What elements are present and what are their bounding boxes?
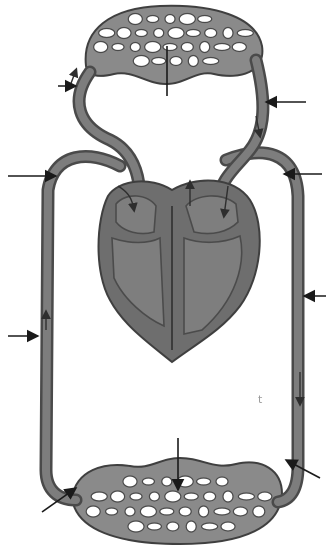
capillary-gap: [214, 508, 230, 515]
capillary-gap: [154, 29, 164, 38]
capillary-gap: [145, 42, 161, 53]
capillary-gap: [223, 491, 233, 502]
capillary-gap: [123, 476, 137, 487]
capillary-gap: [94, 42, 108, 53]
capillary-gap: [177, 476, 193, 487]
capillary-gap: [117, 28, 131, 39]
capillary-gap: [112, 44, 124, 51]
capillary-gap: [99, 29, 115, 38]
heart: [99, 181, 260, 362]
capillary-gap: [91, 492, 107, 501]
capillary-gap: [232, 43, 246, 52]
capillary-gap: [200, 42, 210, 53]
capillary-gap: [163, 44, 177, 51]
capillary-gap: [198, 16, 212, 23]
capillary-gap: [168, 28, 184, 39]
right-atrium: [116, 196, 156, 234]
capillary-gap: [147, 523, 161, 530]
capillary-gap: [165, 491, 181, 502]
capillary-gap: [221, 522, 235, 531]
capillary-gap: [165, 15, 175, 24]
stray-mark: t: [258, 393, 262, 406]
capillary-gap: [130, 493, 142, 500]
capillary-gap: [197, 478, 211, 485]
capillary-gap: [147, 16, 159, 23]
capillary-gap: [179, 14, 195, 25]
capillary-gap: [186, 521, 196, 532]
capillary-gap: [128, 14, 142, 25]
capillary-gap: [238, 493, 254, 500]
capillary-gap: [179, 507, 191, 516]
capillary-gap: [188, 56, 198, 67]
capillary-gap: [205, 29, 217, 38]
capillary-gap: [130, 43, 140, 52]
capillary-gap: [133, 56, 149, 67]
capillary-gap: [204, 492, 216, 501]
capillary-gap: [237, 30, 253, 37]
capillary-gap: [152, 58, 166, 65]
capillary-gap: [233, 507, 247, 516]
capillary-gap: [135, 30, 147, 37]
capillary-gap: [199, 506, 209, 517]
capillary-gap: [111, 491, 125, 502]
capillary-gap: [128, 521, 144, 532]
capillary-gap: [160, 508, 174, 515]
capillary-gap: [170, 57, 182, 66]
capillary-gap: [253, 506, 265, 517]
capillary-gap: [202, 523, 218, 530]
capillary-gap: [181, 43, 193, 52]
capillary-gap: [214, 44, 230, 51]
capillary-gap: [216, 477, 228, 486]
left-ventricle: [184, 236, 242, 334]
capillary-gap: [86, 506, 100, 517]
capillary-gap: [125, 507, 135, 516]
capillary-gap: [142, 478, 154, 485]
capillary-gap: [223, 28, 233, 39]
capillary-gap: [203, 58, 219, 65]
capillary-gap: [184, 493, 198, 500]
capillary-gap: [162, 477, 172, 486]
capillary-gap: [258, 492, 272, 501]
capillary-gap: [149, 492, 159, 501]
capillary-gap: [167, 522, 179, 531]
body-capillary-bed: [72, 458, 282, 544]
capillary-gap: [186, 30, 200, 37]
lung-capillary-bed: [86, 6, 263, 84]
capillary-gap: [140, 506, 156, 517]
left-atrium: [186, 196, 238, 234]
capillary-gap: [106, 508, 118, 515]
